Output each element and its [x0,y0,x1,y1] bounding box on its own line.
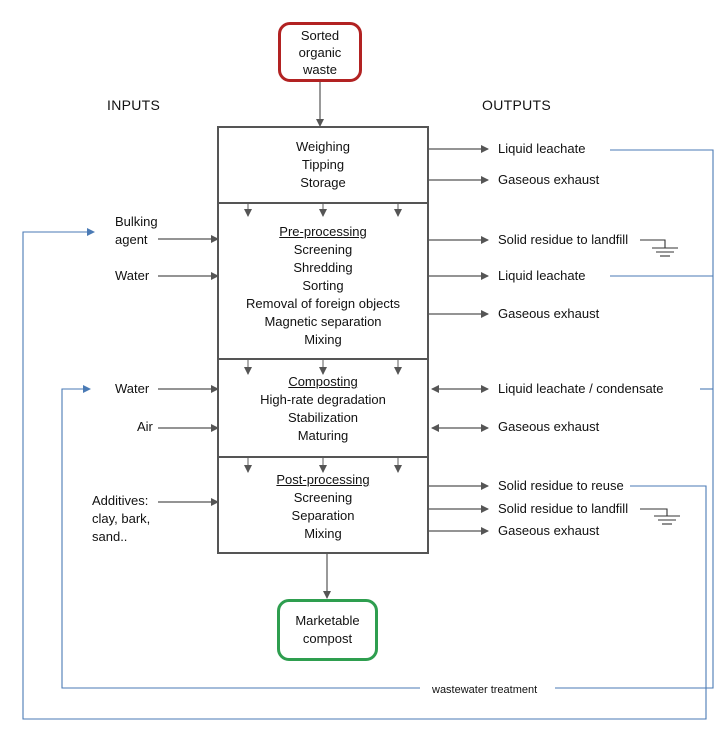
product-line-1: Marketable [295,613,360,628]
pre-processing-step: Screening [293,242,353,257]
post-processing-step: Separation [291,508,355,523]
output-receiving-exhaust: Gaseous exhaust [498,172,600,187]
pre-processing-step: Magnetic separation [264,314,382,329]
stage-composting: Composting High-rate degradation Stabili… [217,358,429,458]
receiving-step-tipping: Tipping [301,157,345,172]
input-arrows [158,235,219,506]
output-postprocessing-landfill: Solid residue to landfill [498,501,629,516]
source-line-1: Sorted [300,27,340,43]
input-additives-line-3: sand.. [92,529,128,544]
input-water-composting: Water [115,381,150,396]
ground-symbol-landfill-1 [640,239,678,257]
composting-step: Stabilization [287,410,359,425]
output-preprocessing-exhaust: Gaseous exhaust [498,306,600,321]
output-composting-leachate-condensate: Liquid leachate / condensate [498,381,664,396]
composting-step: Maturing [297,428,349,443]
ground-symbol-landfill-2 [640,508,680,525]
source-node: Sorted organic waste [278,22,362,82]
post-processing-title: Post-processing [276,472,370,487]
receiving-step-weighing: Weighing [296,139,350,154]
source-line-3: waste [303,61,337,77]
input-additives-line-2: clay, bark, [92,511,151,526]
inputs-header: INPUTS [107,97,161,113]
input-bulking-agent-line-1: Bulking [115,214,158,229]
pre-processing-step: Removal of foreign objects [246,296,400,311]
inter-stage-arrows [244,203,402,473]
input-bulking-agent-line-2: agent [115,232,148,247]
source-line-2: organic [298,44,342,60]
composting-step: High-rate degradation [260,392,386,407]
pre-processing-title: Pre-processing [279,224,367,239]
pre-processing-step: Shredding [293,260,353,275]
pre-processing-step: Mixing [304,332,342,347]
wastewater-treatment-label: wastewater treatment [430,681,540,699]
outputs-header: OUTPUTS [482,97,551,113]
output-arrows [429,145,489,535]
recycle-lines [22,149,714,720]
post-processing-step: Screening [293,490,353,505]
output-preprocessing-landfill: Solid residue to landfill [498,232,629,247]
output-composting-exhaust: Gaseous exhaust [498,419,600,434]
stage-receiving: Weighing Tipping Storage [217,126,429,204]
input-additives-line-1: Additives: [92,493,149,508]
stage-post-processing: Post-processing Screening Separation Mix… [217,456,429,554]
product-node: Marketable compost [277,599,378,661]
input-air: Air [137,419,153,434]
composting-title: Composting [288,374,358,389]
pre-processing-step: Sorting [302,278,344,293]
receiving-step-storage: Storage [300,175,346,190]
output-postprocessing-reuse: Solid residue to reuse [498,478,624,493]
input-water-preprocessing: Water [115,268,150,283]
product-line-2: compost [302,631,353,646]
stage-pre-processing: Pre-processing Screening Shredding Sorti… [217,202,429,360]
post-processing-step: Mixing [304,526,342,541]
output-preprocessing-leachate: Liquid leachate [498,268,586,283]
output-postprocessing-exhaust: Gaseous exhaust [498,523,600,538]
output-receiving-leachate: Liquid leachate [498,141,586,156]
